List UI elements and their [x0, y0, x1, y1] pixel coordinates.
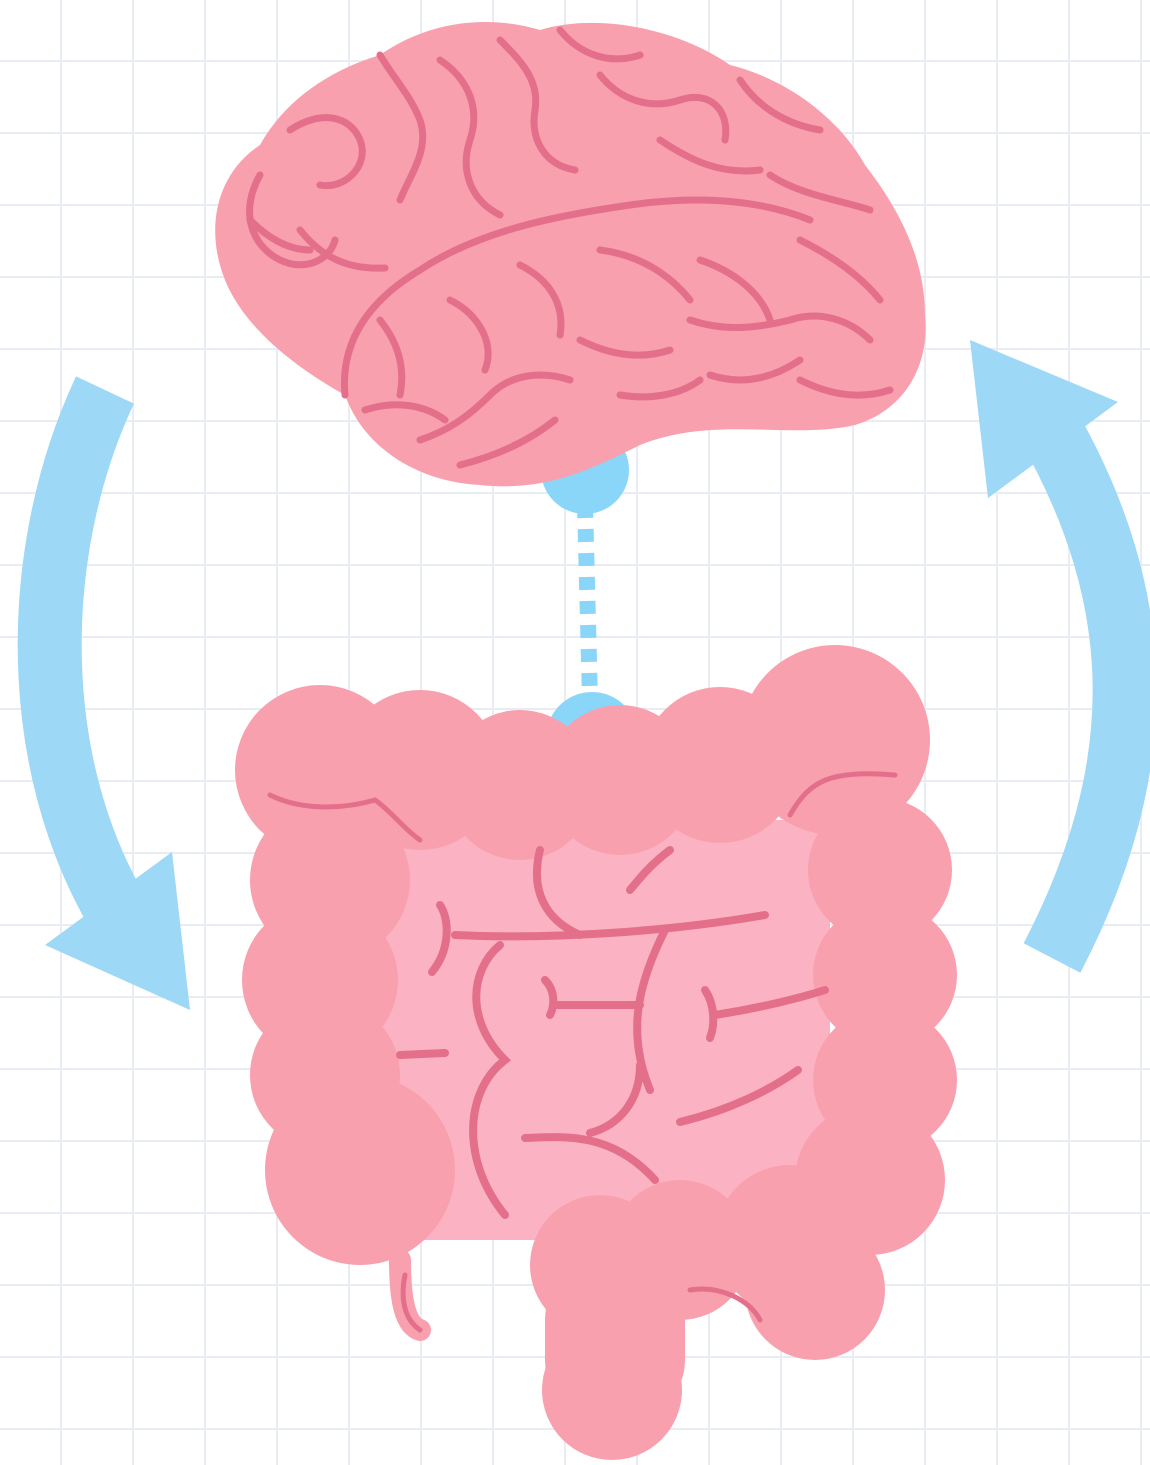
intestines-icon: [235, 645, 957, 1460]
left-cycle-arrow-icon: [45, 390, 190, 1010]
brain-icon: [215, 22, 925, 486]
right-cycle-arrow-icon: [970, 340, 1125, 958]
